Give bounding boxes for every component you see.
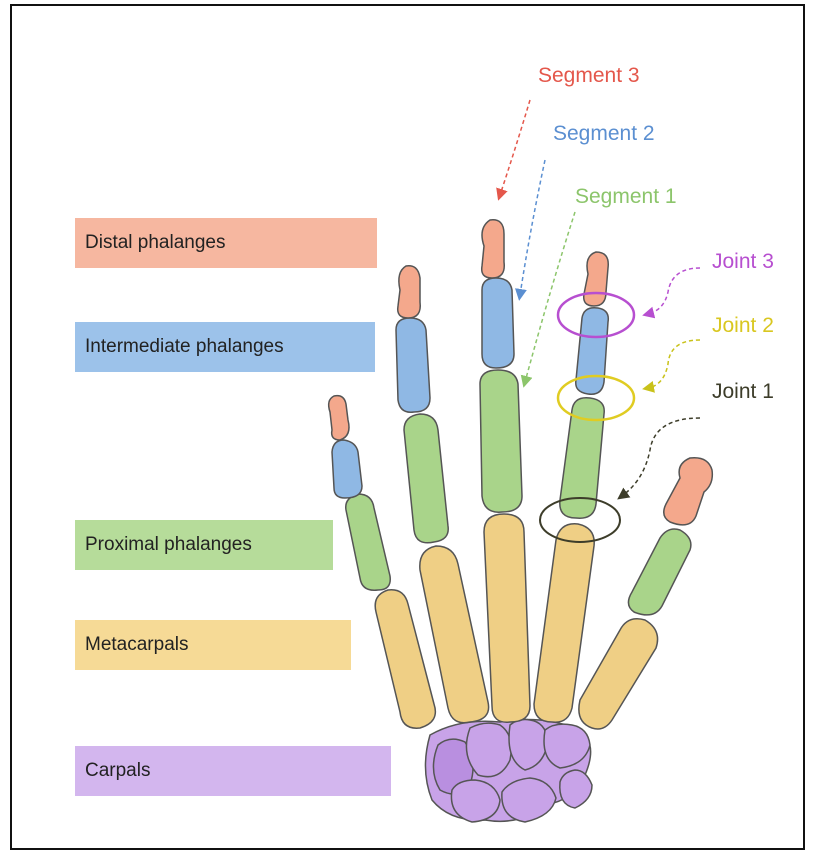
segment-3-arrow	[500, 100, 530, 195]
segment-3-label: Segment 3	[538, 64, 640, 87]
joint-2-arrow	[648, 340, 700, 388]
carpal-bones	[425, 720, 592, 822]
segment-1-label: Segment 1	[575, 185, 677, 208]
segment-2-label: Segment 2	[553, 122, 655, 145]
joint-3-label: Joint 3	[712, 250, 774, 273]
joint-1-label: Joint 1	[712, 380, 774, 403]
middle-finger-bones	[480, 220, 530, 722]
joint-3-arrow	[648, 268, 700, 314]
index-finger-bones	[534, 252, 608, 722]
segment-2-arrow	[520, 160, 545, 295]
thumb-bones	[579, 458, 712, 729]
joint-2-label: Joint 2	[712, 314, 774, 337]
segment-1-arrow	[525, 212, 575, 382]
